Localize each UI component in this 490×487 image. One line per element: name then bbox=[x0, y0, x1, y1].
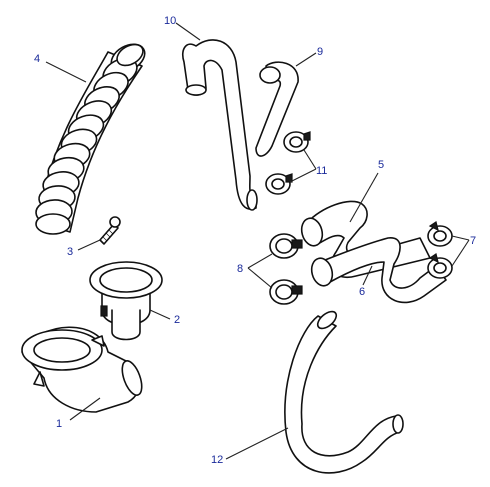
callout-8: 8 bbox=[237, 263, 243, 275]
small-hose-part-9 bbox=[255, 61, 299, 157]
corrugated-hose-part-4 bbox=[35, 43, 146, 235]
leader-11a bbox=[303, 149, 317, 170]
leader-1 bbox=[69, 397, 101, 421]
callout-4: 4 bbox=[34, 53, 40, 65]
callout-3: 3 bbox=[67, 246, 73, 258]
leader-12 bbox=[225, 427, 289, 460]
callout-11: 11 bbox=[316, 165, 327, 177]
leader-2 bbox=[149, 309, 171, 320]
callout-6: 6 bbox=[359, 286, 365, 298]
leader-5 bbox=[349, 172, 379, 223]
grommet-part-2 bbox=[89, 261, 163, 341]
u-bend-hose-part-12 bbox=[284, 310, 404, 474]
clamp-part-7-lower bbox=[427, 253, 453, 279]
leader-7a bbox=[451, 235, 470, 241]
clamp-part-7-upper bbox=[427, 221, 453, 247]
clip-part-11-lower bbox=[265, 173, 293, 195]
elbow-duct-part-1 bbox=[21, 326, 143, 413]
callout-7: 7 bbox=[470, 235, 476, 247]
leader-lines bbox=[45, 22, 470, 460]
callout-9: 9 bbox=[317, 46, 323, 58]
clamp-part-8-lower bbox=[269, 279, 303, 305]
leader-4 bbox=[45, 61, 87, 83]
callout-labels: 1 2 3 4 5 6 7 8 9 10 11 12 bbox=[34, 15, 476, 466]
callout-12: 12 bbox=[211, 454, 223, 466]
leader-10 bbox=[175, 22, 201, 41]
screw-part-3 bbox=[99, 216, 121, 245]
leader-8a bbox=[247, 253, 273, 269]
hose-part-6 bbox=[310, 237, 447, 304]
leader-3 bbox=[77, 239, 101, 251]
clip-part-11-upper bbox=[283, 131, 311, 153]
callout-2: 2 bbox=[174, 314, 180, 326]
leader-6 bbox=[362, 265, 373, 286]
leader-7b bbox=[451, 239, 470, 267]
callout-5: 5 bbox=[378, 159, 384, 171]
hose-corrugations bbox=[35, 43, 146, 235]
callout-1: 1 bbox=[56, 418, 62, 430]
leader-8b bbox=[247, 267, 273, 289]
leader-9 bbox=[295, 52, 317, 67]
callout-10: 10 bbox=[164, 15, 176, 27]
clamp-part-8-upper bbox=[269, 233, 303, 259]
leader-11b bbox=[289, 168, 317, 183]
j-hose-part-10 bbox=[181, 39, 258, 211]
